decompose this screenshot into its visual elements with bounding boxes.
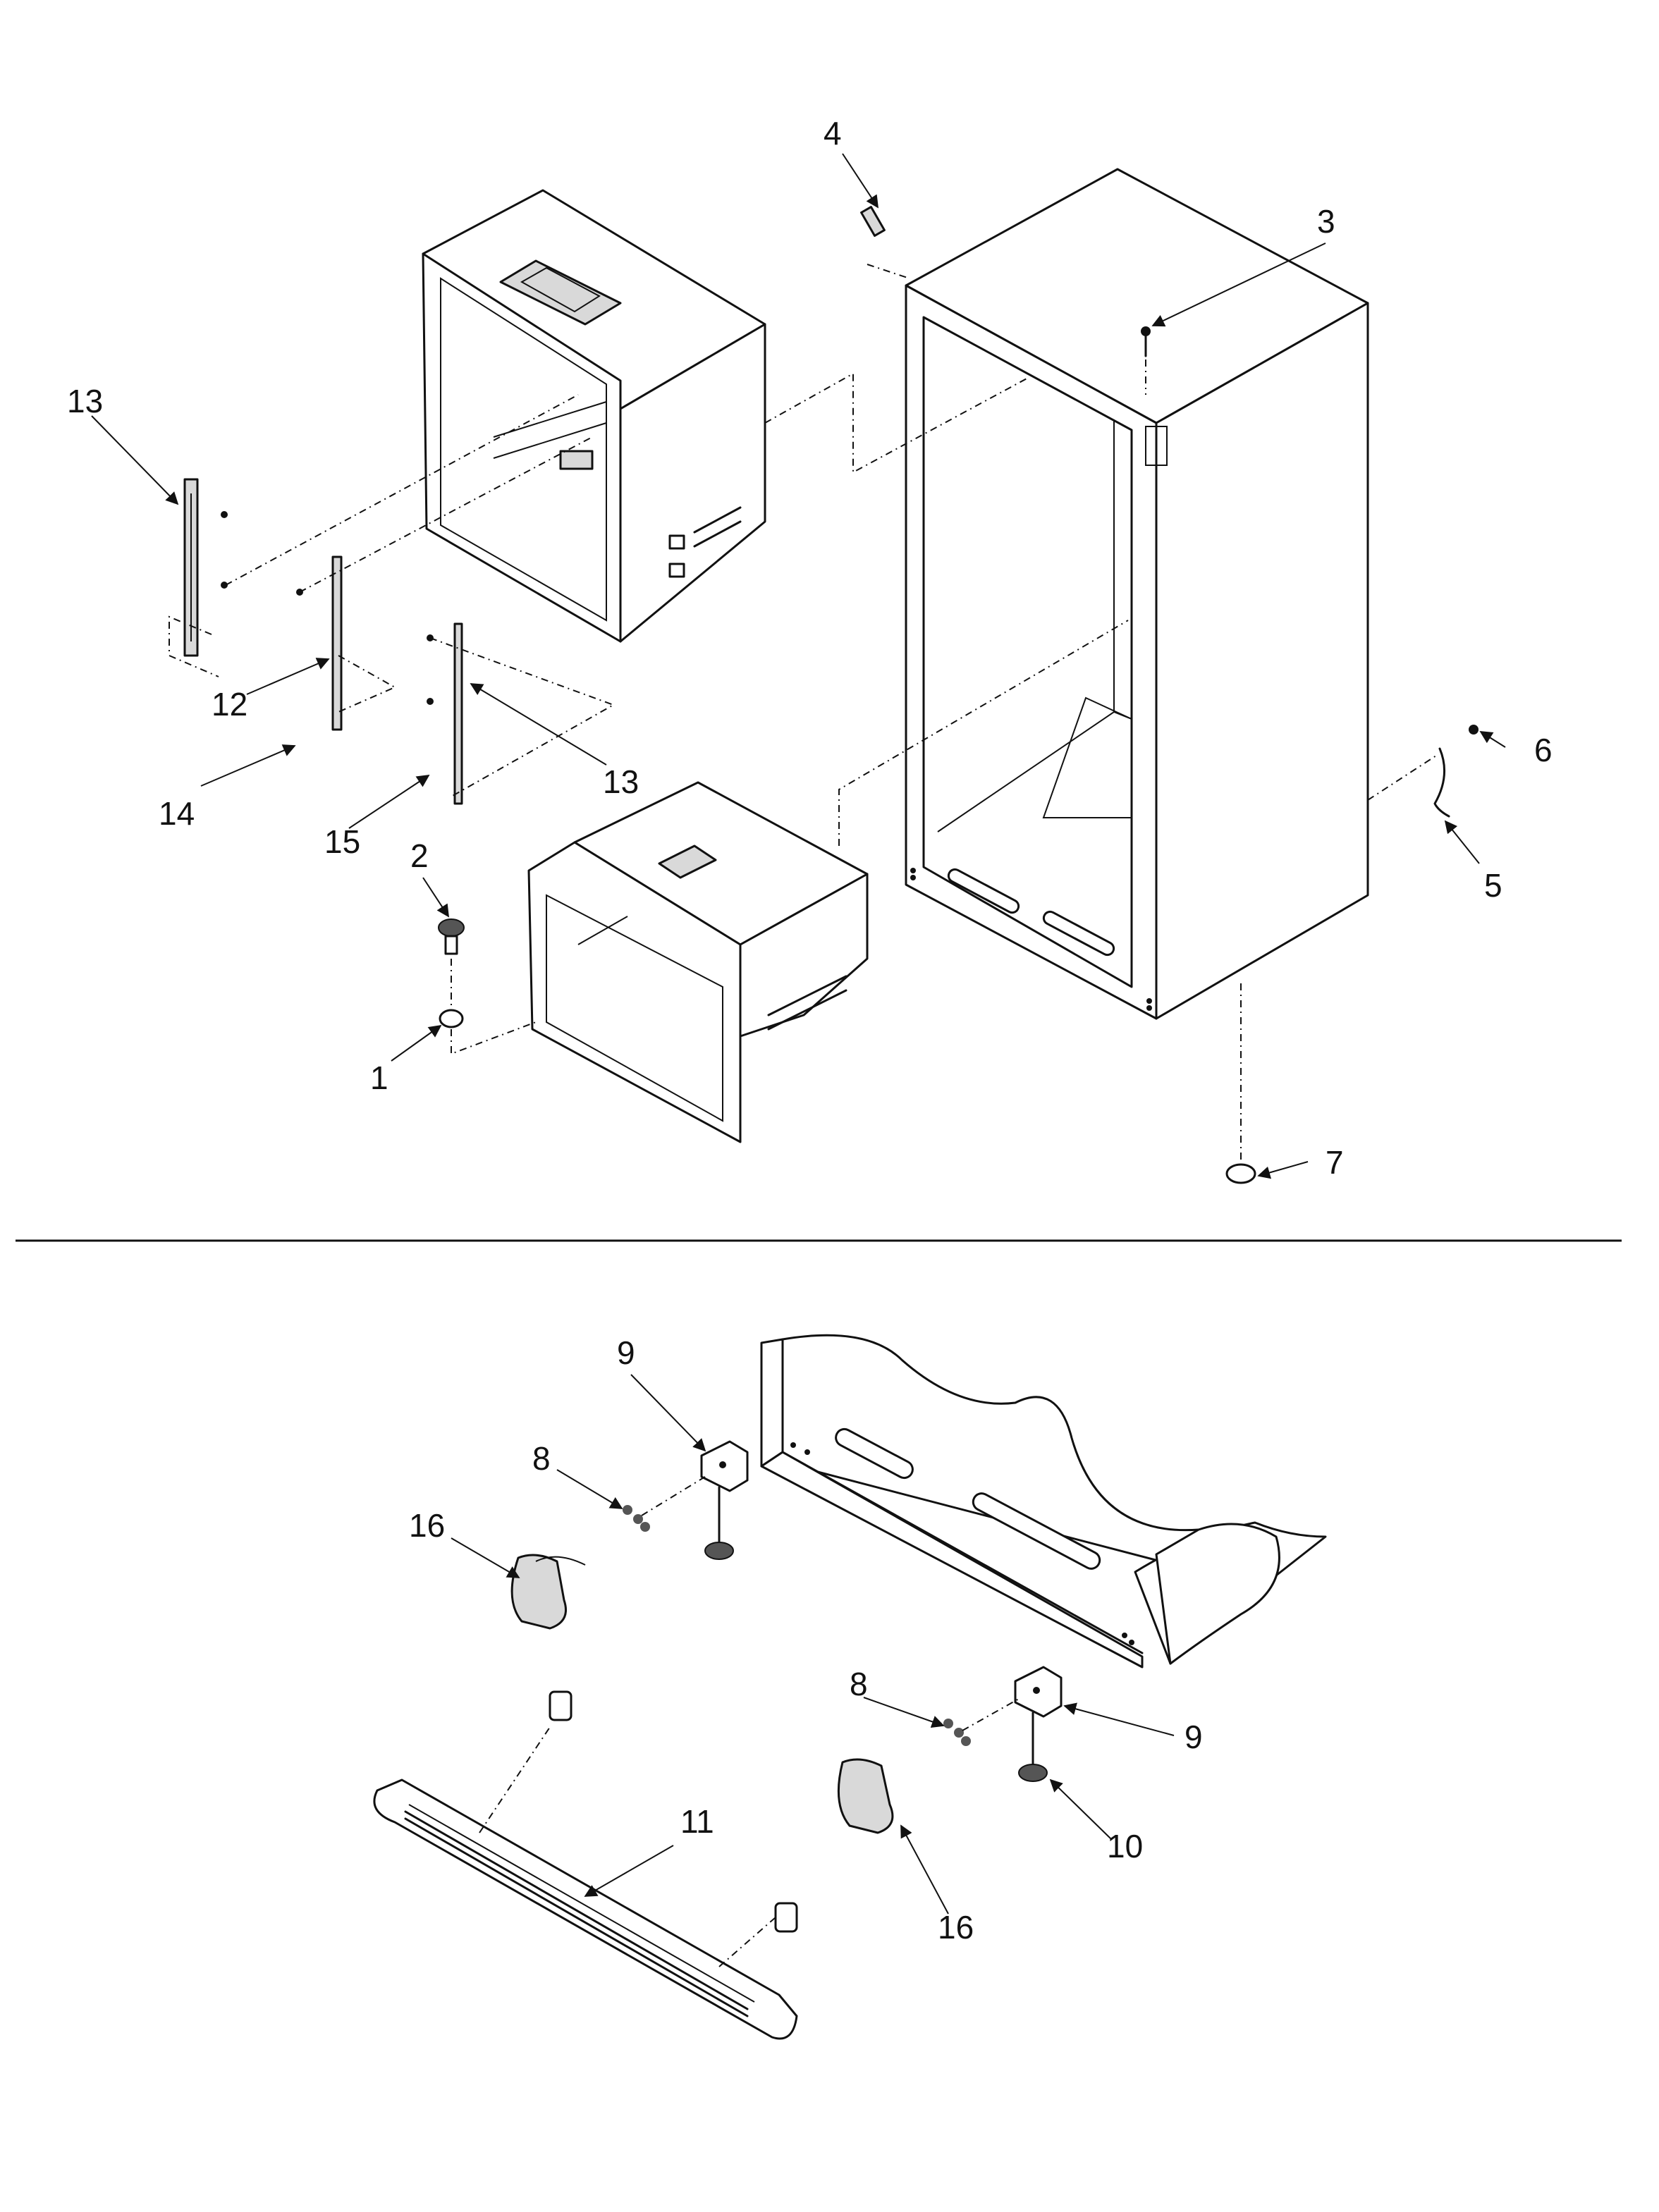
- leveling-bracket-right: [1014, 1666, 1063, 1718]
- toe-grille: [373, 1778, 798, 2040]
- assembly-lines-top: [169, 264, 1439, 1160]
- drain-tube: [1433, 747, 1450, 818]
- bracket-screws-left: [623, 1476, 706, 1532]
- callout-8-right: 8: [850, 1666, 868, 1702]
- grille-clip-right: [774, 1902, 798, 1933]
- screws-rail: [221, 511, 434, 705]
- callout-2: 2: [410, 837, 429, 874]
- leveling-bracket-left: [700, 1440, 749, 1492]
- callout-5: 5: [1484, 867, 1502, 904]
- cabinet-shell: [905, 168, 1369, 1020]
- cabinet-screw: [1141, 326, 1151, 357]
- cabinet-base-cutaway: [760, 1334, 1327, 1669]
- bracket-screws-right: [943, 1698, 1020, 1746]
- roller-cover-right: [837, 1758, 894, 1834]
- leaders-top: [91, 153, 1506, 1179]
- leveling-leg-left: [704, 1486, 734, 1560]
- callout-16-right: 16: [938, 1909, 974, 1946]
- top-clip: [860, 206, 886, 237]
- callout-1: 1: [370, 1059, 388, 1096]
- leaders-bottom: [451, 1374, 1175, 1915]
- callout-12: 12: [212, 686, 247, 723]
- callout-11: 11: [680, 1803, 714, 1840]
- shelf-rail-center: [331, 555, 343, 731]
- callout-9-left: 9: [617, 1334, 635, 1371]
- callout-3: 3: [1317, 203, 1335, 240]
- tube-plug: [1469, 725, 1479, 735]
- fresh-food-liner: [422, 189, 766, 643]
- assembly-lines-bottom: [479, 1726, 776, 1967]
- shelf-rail-left: [183, 478, 199, 657]
- grille-clip-left: [549, 1690, 573, 1721]
- callout-14: 14: [159, 795, 195, 832]
- foot-pad: [1225, 1163, 1256, 1184]
- callout-10: 10: [1107, 1828, 1143, 1864]
- shelf-rail-right: [453, 622, 463, 805]
- callout-9-right: 9: [1184, 1719, 1203, 1755]
- damper-knob: [438, 918, 465, 955]
- callout-8-left: 8: [532, 1440, 551, 1477]
- grommet-ring: [439, 1009, 464, 1028]
- callout-15: 15: [324, 823, 360, 860]
- callout-6: 6: [1534, 732, 1553, 768]
- callout-4: 4: [824, 115, 842, 152]
- leveling-leg-right: [1018, 1712, 1048, 1782]
- roller-cover-left: [510, 1554, 586, 1630]
- callout-13-right: 13: [603, 763, 639, 800]
- callout-13-left: 13: [67, 383, 103, 419]
- freezer-liner: [527, 781, 869, 1143]
- callout-16-left: 16: [409, 1507, 445, 1544]
- callout-7: 7: [1326, 1144, 1344, 1181]
